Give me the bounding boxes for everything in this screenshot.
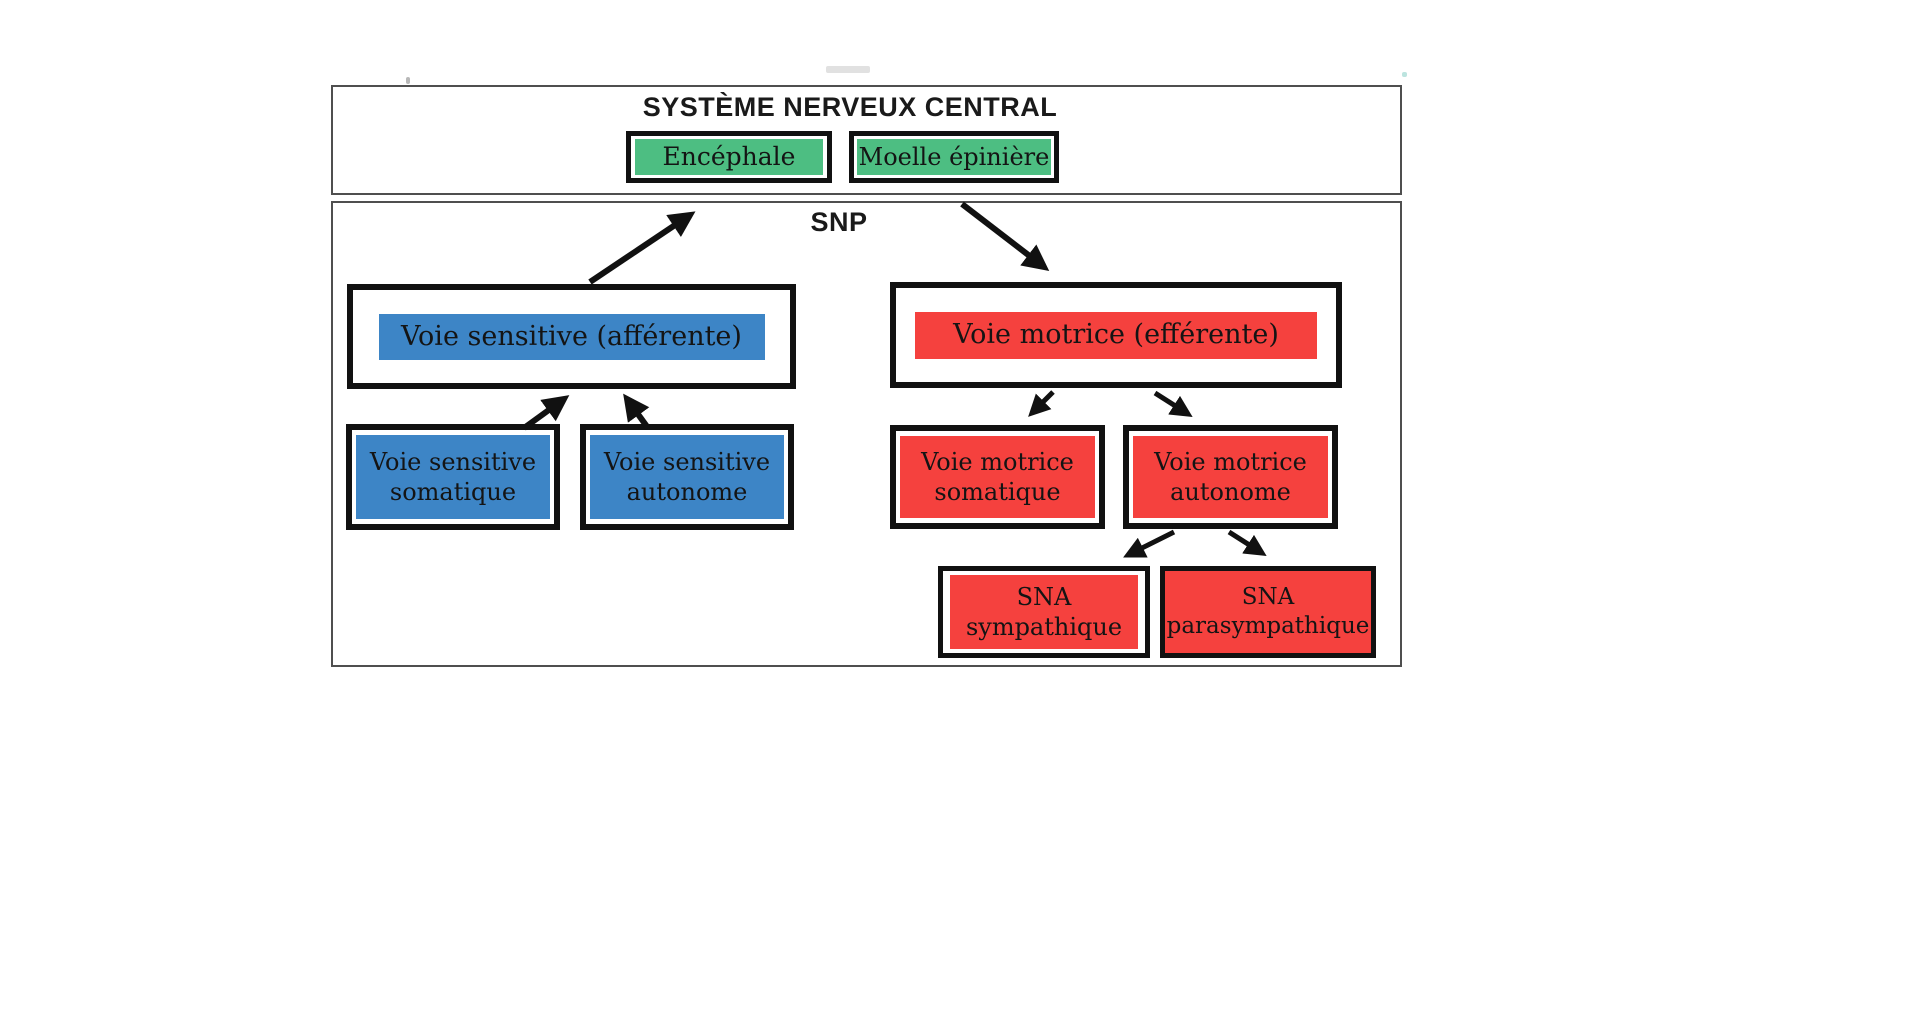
voie-sensitive-node: Voie sensitive (afférente) [347, 284, 796, 389]
moelle-epiniere-node: Moelle épinière [849, 131, 1059, 183]
scan-dot-artifact [406, 77, 410, 84]
voie-sensitive-label: Voie sensitive (afférente) [378, 313, 765, 360]
sna-parasympathique-label: SNA parasympathique [1165, 571, 1371, 653]
scan-speck-artifact [1402, 72, 1407, 77]
voie-sensitive-somatique-node: Voie sensitive somatique [346, 424, 560, 530]
voie-sensitive-somatique-label: Voie sensitive somatique [356, 435, 550, 519]
sna-sympathique-node: SNA sympathique [938, 566, 1150, 658]
voie-motrice-autonome-node: Voie motrice autonome [1123, 425, 1338, 529]
snp-label: SNP [810, 207, 868, 237]
voie-motrice-label: Voie motrice (efférente) [915, 311, 1317, 359]
encephale-node: Encéphale [626, 131, 832, 183]
snc-title: SYSTÈME NERVEUX CENTRAL [642, 92, 1058, 122]
voie-sensitive-autonome-node: Voie sensitive autonome [580, 424, 794, 530]
voie-motrice-somatique-label: Voie motrice somatique [900, 436, 1095, 518]
sna-sympathique-label: SNA sympathique [950, 575, 1138, 649]
scan-smudge-artifact [826, 66, 870, 73]
moelle-epiniere-label: Moelle épinière [857, 139, 1051, 175]
voie-motrice-somatique-node: Voie motrice somatique [890, 425, 1105, 529]
voie-motrice-autonome-label: Voie motrice autonome [1133, 436, 1328, 518]
voie-motrice-node: Voie motrice (efférente) [890, 282, 1342, 388]
voie-sensitive-autonome-label: Voie sensitive autonome [590, 435, 784, 519]
encephale-label: Encéphale [635, 139, 823, 175]
sna-parasympathique-node: SNA parasympathique [1160, 566, 1376, 658]
